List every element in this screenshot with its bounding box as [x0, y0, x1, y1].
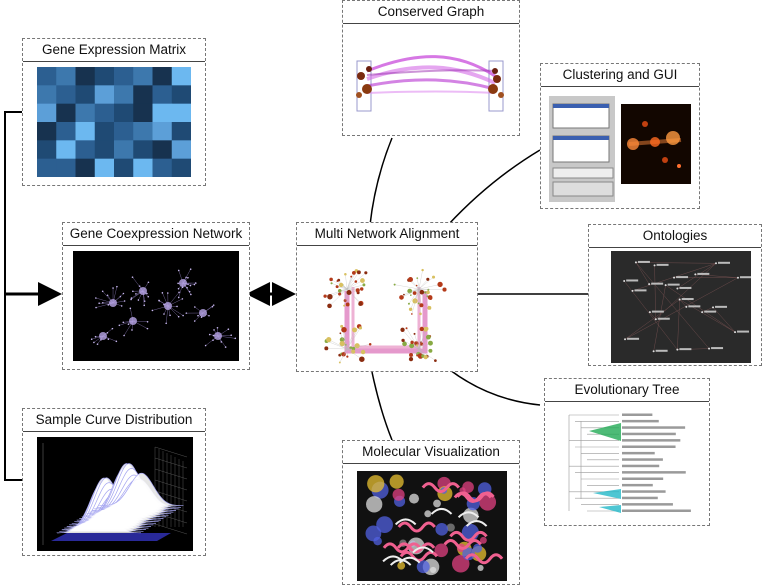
- heatmap-image: [37, 67, 191, 177]
- panel-title: Ontologies: [589, 225, 761, 248]
- clustering-image: [621, 104, 691, 184]
- spoke-conserved: [369, 137, 393, 226]
- panel-sample-curve-distribution: Sample Curve Distribution: [22, 408, 206, 556]
- panel-clustering-and-gui: Clustering and GUI: [540, 63, 700, 209]
- panel-multi-network-alignment: Multi Network Alignment: [296, 222, 478, 372]
- panel-molecular-visualization: Molecular Visualization: [342, 440, 520, 585]
- panel-title: Molecular Visualization: [343, 441, 519, 464]
- panel-gene-coexpression-network: Gene Coexpression Network: [62, 222, 250, 370]
- curve-distribution-image: [37, 437, 193, 551]
- conserved-graph-image: [347, 31, 515, 131]
- panel-ontologies: Ontologies: [588, 224, 762, 366]
- panel-title: Conserved Graph: [343, 1, 519, 24]
- spoke-clustering: [447, 149, 541, 226]
- panel-title: Gene Expression Matrix: [23, 39, 205, 62]
- panel-title: Clustering and GUI: [541, 64, 699, 87]
- panel-gene-expression-matrix: Gene Expression Matrix: [22, 38, 206, 186]
- ontology-graph-image: [611, 251, 751, 363]
- panel-title: Multi Network Alignment: [297, 223, 477, 246]
- panel-title: Gene Coexpression Network: [63, 223, 249, 246]
- panel-title: Sample Curve Distribution: [23, 409, 205, 432]
- coexpression-network-image: [73, 251, 239, 361]
- panel-title: Evolutionary Tree: [545, 379, 709, 402]
- molecule-image: [357, 471, 507, 581]
- panel-conserved-graph: Conserved Graph: [342, 0, 520, 136]
- spoke-molecular: [371, 371, 393, 441]
- alignment-network-image: [307, 251, 469, 365]
- gui-screenshot-image: [549, 96, 615, 202]
- panel-evolutionary-tree: Evolutionary Tree: [544, 378, 710, 526]
- phylogenetic-tree-image: [559, 409, 705, 521]
- spoke-evolutionary: [449, 369, 541, 406]
- left-bracket-line: [4, 111, 22, 481]
